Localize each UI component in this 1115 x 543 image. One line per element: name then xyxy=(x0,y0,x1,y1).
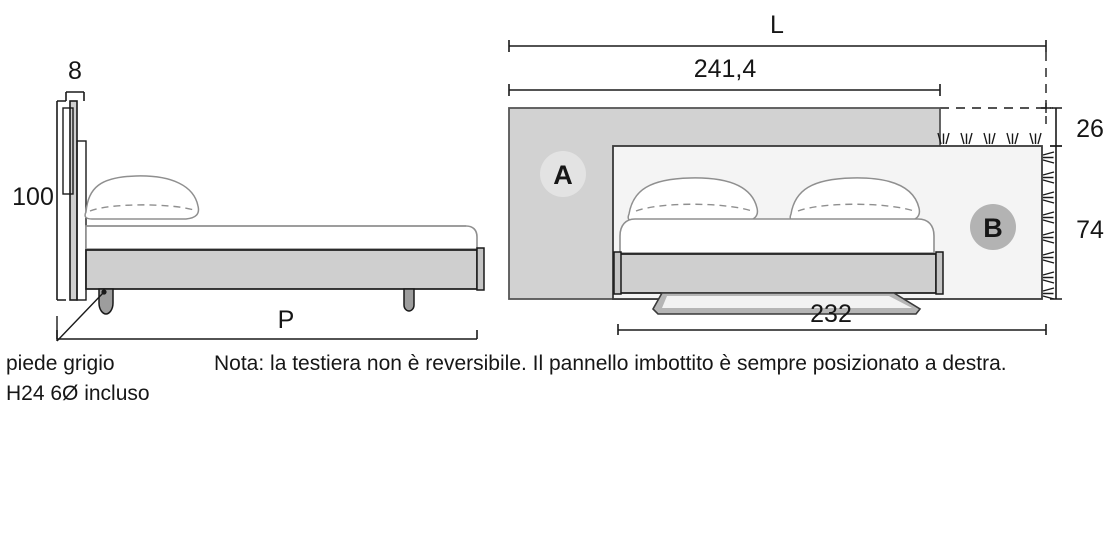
foot-callout-line2: H24 6Ø incluso xyxy=(6,382,150,405)
dim-cross-mark xyxy=(1041,103,1051,113)
zone-a-label: A xyxy=(553,160,573,190)
front-mattress xyxy=(619,218,935,254)
dim-depth-p xyxy=(56,330,478,340)
dim-overall-length-value: L xyxy=(770,11,784,39)
zone-a-badge xyxy=(540,151,586,197)
dim-headboard-height xyxy=(56,100,66,301)
side-frame-end-cap xyxy=(476,247,485,291)
front-frame-cap-right xyxy=(935,251,944,295)
dim-panel-length xyxy=(508,84,941,96)
dim-depth-value: P xyxy=(278,306,295,334)
side-elevation-group: 8 100 xyxy=(12,57,485,342)
hatch-top-edge xyxy=(937,132,1042,145)
front-sled-foot-inner xyxy=(662,296,912,308)
side-mattress xyxy=(85,225,478,250)
front-frame-cap-left xyxy=(613,251,622,295)
dim-bed-width-232 xyxy=(617,324,1047,335)
foot-callout-line1: piede grigio xyxy=(6,352,115,375)
drawing-note: Nota: la testiera non è reversibile. Il … xyxy=(214,352,1007,375)
dim-height-value: 100 xyxy=(12,183,54,211)
dim-panel-height-74 xyxy=(1050,145,1062,300)
zone-b-label: B xyxy=(983,213,1003,243)
front-elevation-group: L 241,4 A B xyxy=(508,11,1104,335)
hatch-right-edge xyxy=(1042,151,1055,300)
dim-thickness-value: 8 xyxy=(68,57,82,85)
dim-panel-length-value: 241,4 xyxy=(694,55,757,83)
side-leg-right xyxy=(403,288,415,312)
dim-bed-width-value: 232 xyxy=(810,300,852,328)
dim-top-band-value: 26 xyxy=(1076,115,1104,143)
zone-b-badge xyxy=(970,204,1016,250)
side-leg-left xyxy=(98,288,114,315)
dim-overall-length xyxy=(508,40,1047,52)
dim-top-band-26 xyxy=(1050,107,1062,147)
foot-callout-leader xyxy=(56,289,107,342)
headboard-lower-panel xyxy=(76,140,87,301)
front-bed-frame xyxy=(619,253,937,294)
side-pillow xyxy=(84,175,200,220)
side-bed-frame xyxy=(85,249,478,290)
headboard-front-plate xyxy=(62,107,74,195)
side-pillow-seam xyxy=(89,204,195,212)
dim-headboard-thickness xyxy=(65,91,85,101)
dim-panel-height-value: 74 xyxy=(1076,216,1104,244)
